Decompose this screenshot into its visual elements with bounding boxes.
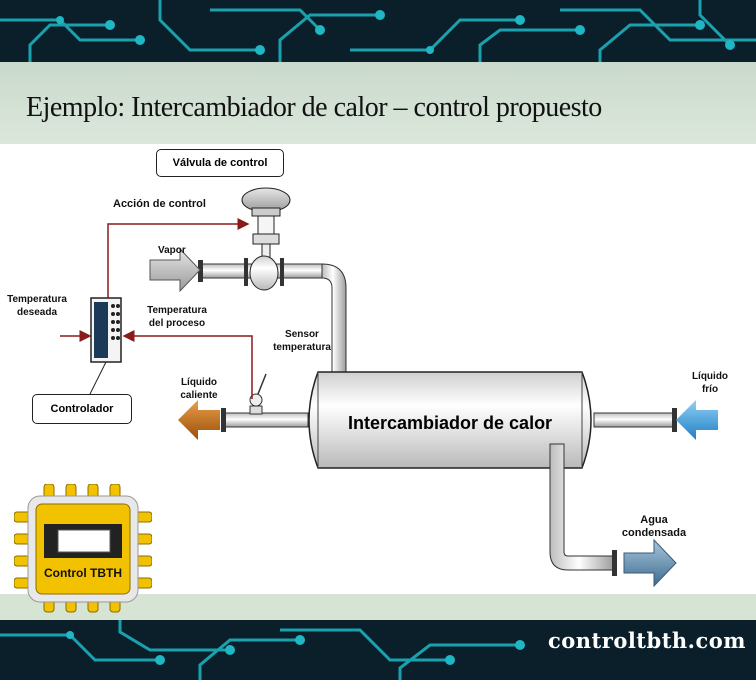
condensate-arrow — [623, 538, 677, 588]
condensate-label: Agua condensada — [614, 514, 694, 540]
cold-liquid-label: Líquido frío — [688, 370, 732, 396]
steam-arrow — [149, 247, 201, 293]
controller-label-box: Controlador — [32, 394, 132, 424]
page-title: Ejemplo: Intercambiador de calor – contr… — [26, 92, 602, 123]
circuit-pattern-bottom — [0, 620, 525, 680]
control-valve — [241, 187, 291, 291]
top-circuit-band — [0, 0, 756, 62]
cold-liquid-line2: frío — [701, 384, 719, 395]
control-tbth-logo: Control TBTH — [14, 484, 152, 613]
brand-url[interactable]: controltbth.com — [548, 628, 746, 653]
hot-liquid-pipe — [221, 408, 309, 432]
heat-exchanger-tank — [308, 371, 592, 469]
bottom-circuit-band — [0, 620, 756, 680]
sensor-line2: temperatura — [273, 342, 331, 353]
desired-temp-label: Temperatura deseada — [2, 293, 72, 319]
hot-liquid-arrow — [178, 400, 220, 440]
steam-label: Vapor — [158, 245, 186, 256]
desired-temp-line2: deseada — [16, 307, 58, 318]
control-valve-label: Válvula de control — [172, 157, 268, 169]
cold-liquid-pipe — [593, 408, 677, 432]
sensor-line1: Sensor — [285, 329, 319, 340]
signal-lines — [60, 218, 253, 399]
controller-label: Controlador — [50, 403, 114, 415]
hot-liquid-label: Líquido caliente — [176, 376, 222, 402]
condensate-pipe — [549, 443, 617, 576]
condensate-line2: condensada — [621, 527, 687, 539]
temperature-sensor — [249, 373, 267, 415]
process-temp-label: Temperatura del proceso — [140, 304, 214, 330]
circuit-pattern-top — [0, 0, 756, 62]
controller-device — [90, 297, 122, 363]
cold-liquid-line1: Líquido — [691, 371, 729, 382]
title-bar — [0, 62, 756, 144]
heat-exchanger-label: Intercambiador de calor — [348, 413, 553, 433]
cold-liquid-arrow — [676, 400, 718, 440]
sensor-label: Sensor temperatura — [270, 328, 334, 354]
desired-temp-line1: Temperatura — [7, 294, 67, 305]
hot-liquid-line1: Líquido — [180, 377, 218, 388]
process-diagram — [60, 187, 718, 588]
logo-text: Control TBTH — [44, 566, 122, 580]
process-temp-line1: Temperatura — [147, 305, 207, 316]
condensate-line1: Agua — [640, 514, 668, 526]
control-valve-label-box: Válvula de control — [156, 149, 284, 177]
control-action-label: Acción de control — [113, 198, 206, 210]
process-temp-line2: del proceso — [148, 318, 206, 329]
hot-liquid-line2: caliente — [180, 390, 218, 401]
